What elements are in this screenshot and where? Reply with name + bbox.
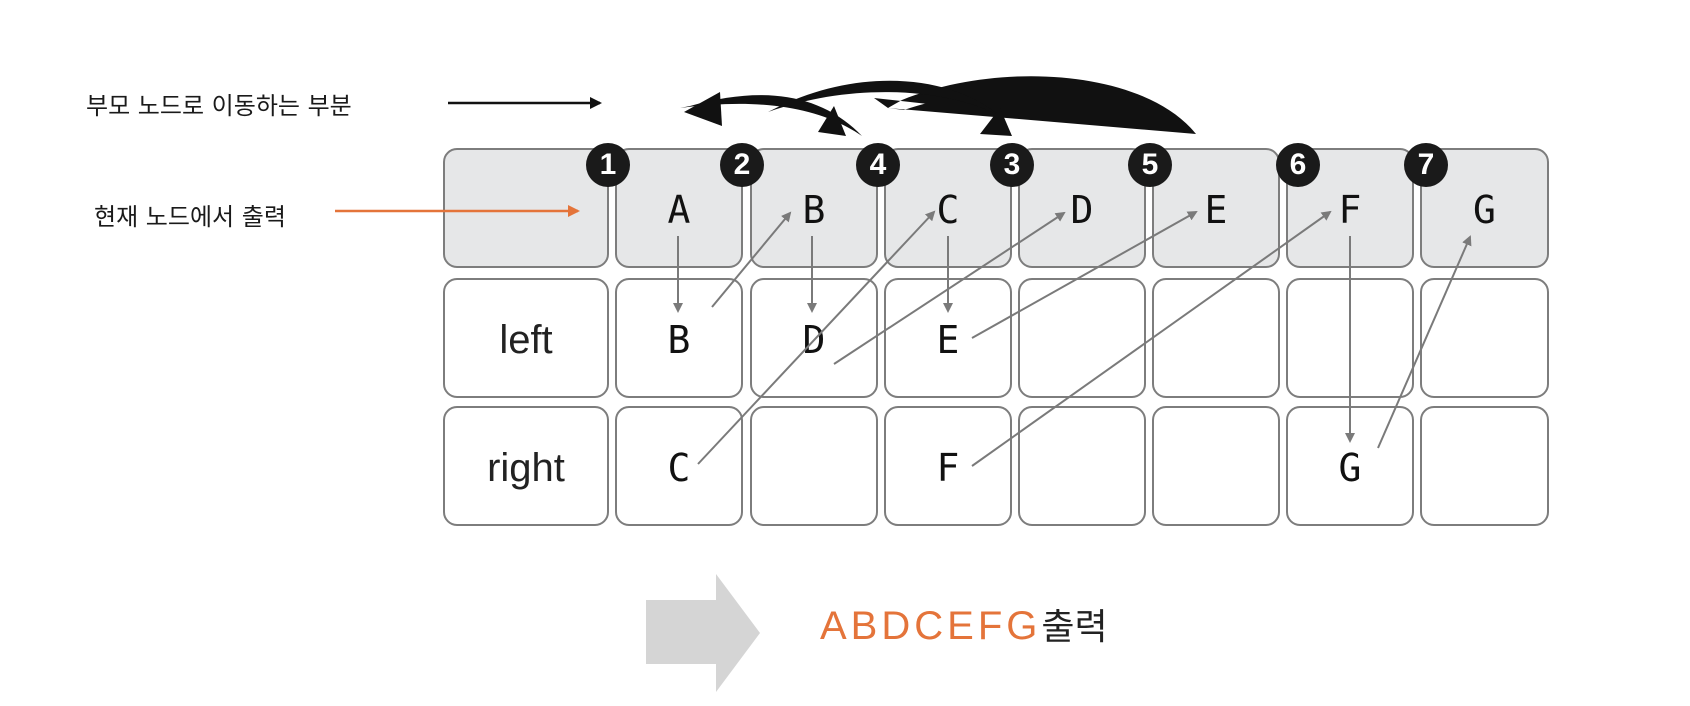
curve-d-head: [980, 108, 1012, 136]
left-cell-e: [1152, 278, 1280, 398]
result-suffix: 출력: [1041, 607, 1108, 648]
node-cell-d: D: [1018, 148, 1146, 268]
node-label-b: B: [802, 188, 826, 232]
step-badge-6: 6: [1276, 143, 1320, 187]
left-cell-g: [1420, 278, 1549, 398]
step-badge-7: 7: [1404, 143, 1448, 187]
right-cell-c: F: [884, 406, 1012, 526]
arrow-left-b-to-b: [711, 211, 792, 308]
step-badge-5: 5: [1128, 143, 1172, 187]
left-child-label-c: E: [936, 318, 960, 362]
right-cell-e: [1152, 406, 1280, 526]
result-sequence: ABDCEFG: [820, 604, 1042, 648]
left-child-label-a: B: [667, 318, 691, 362]
right-cell-b: [750, 406, 878, 526]
node-label-d: D: [1070, 188, 1094, 232]
parent-return-arrows: [680, 76, 1196, 136]
curve-b-to-root: [680, 95, 862, 136]
legend-current-output-label: 현재 노드에서 출력: [94, 203, 286, 231]
right-cell-d: [1018, 406, 1146, 526]
arrow-right-c-to-c: [697, 210, 936, 465]
step-badge-1: 1: [586, 143, 630, 187]
right-child-label-a: C: [667, 446, 691, 490]
result-output: ABDCEFG출력: [820, 598, 1108, 650]
result-arrow: [646, 574, 760, 692]
step-badge-2: 2: [720, 143, 764, 187]
right-cell-g: [1420, 406, 1549, 526]
node-cell-e: E: [1152, 148, 1280, 268]
node-label-e: E: [1204, 188, 1228, 232]
legend-parent-move-label: 부모 노드로 이동하는 부분: [86, 92, 352, 120]
right-cell-a: C: [615, 406, 743, 526]
node-label-f: F: [1338, 188, 1362, 232]
left-row-label: left: [499, 318, 553, 362]
node-label-c: C: [936, 188, 960, 232]
curve-b-head: [684, 92, 722, 126]
curve-d-to-b: [874, 76, 1196, 134]
curve-c-to-a: [768, 80, 1000, 116]
arrow-right-f-to-f: [971, 210, 1332, 467]
right-row-header: right: [443, 406, 609, 526]
step-badge-4: 4: [856, 143, 900, 187]
node-label-g: G: [1473, 188, 1496, 232]
arrow-left-e-to-e: [971, 211, 1198, 339]
node-cell-empty: [443, 148, 609, 268]
step-badge-3: 3: [990, 143, 1034, 187]
right-child-label-c: F: [936, 446, 960, 490]
arrow-left-d-to-d: [833, 211, 1066, 365]
right-row-label: right: [487, 446, 565, 490]
left-cell-d: [1018, 278, 1146, 398]
node-label-a: A: [667, 188, 691, 232]
left-row-header: left: [443, 278, 609, 398]
node-cell-b: B: [750, 148, 878, 268]
curve-c-head: [818, 106, 846, 136]
right-child-label-f: G: [1338, 446, 1362, 490]
arrow-right-g-to-g: [1377, 235, 1472, 449]
